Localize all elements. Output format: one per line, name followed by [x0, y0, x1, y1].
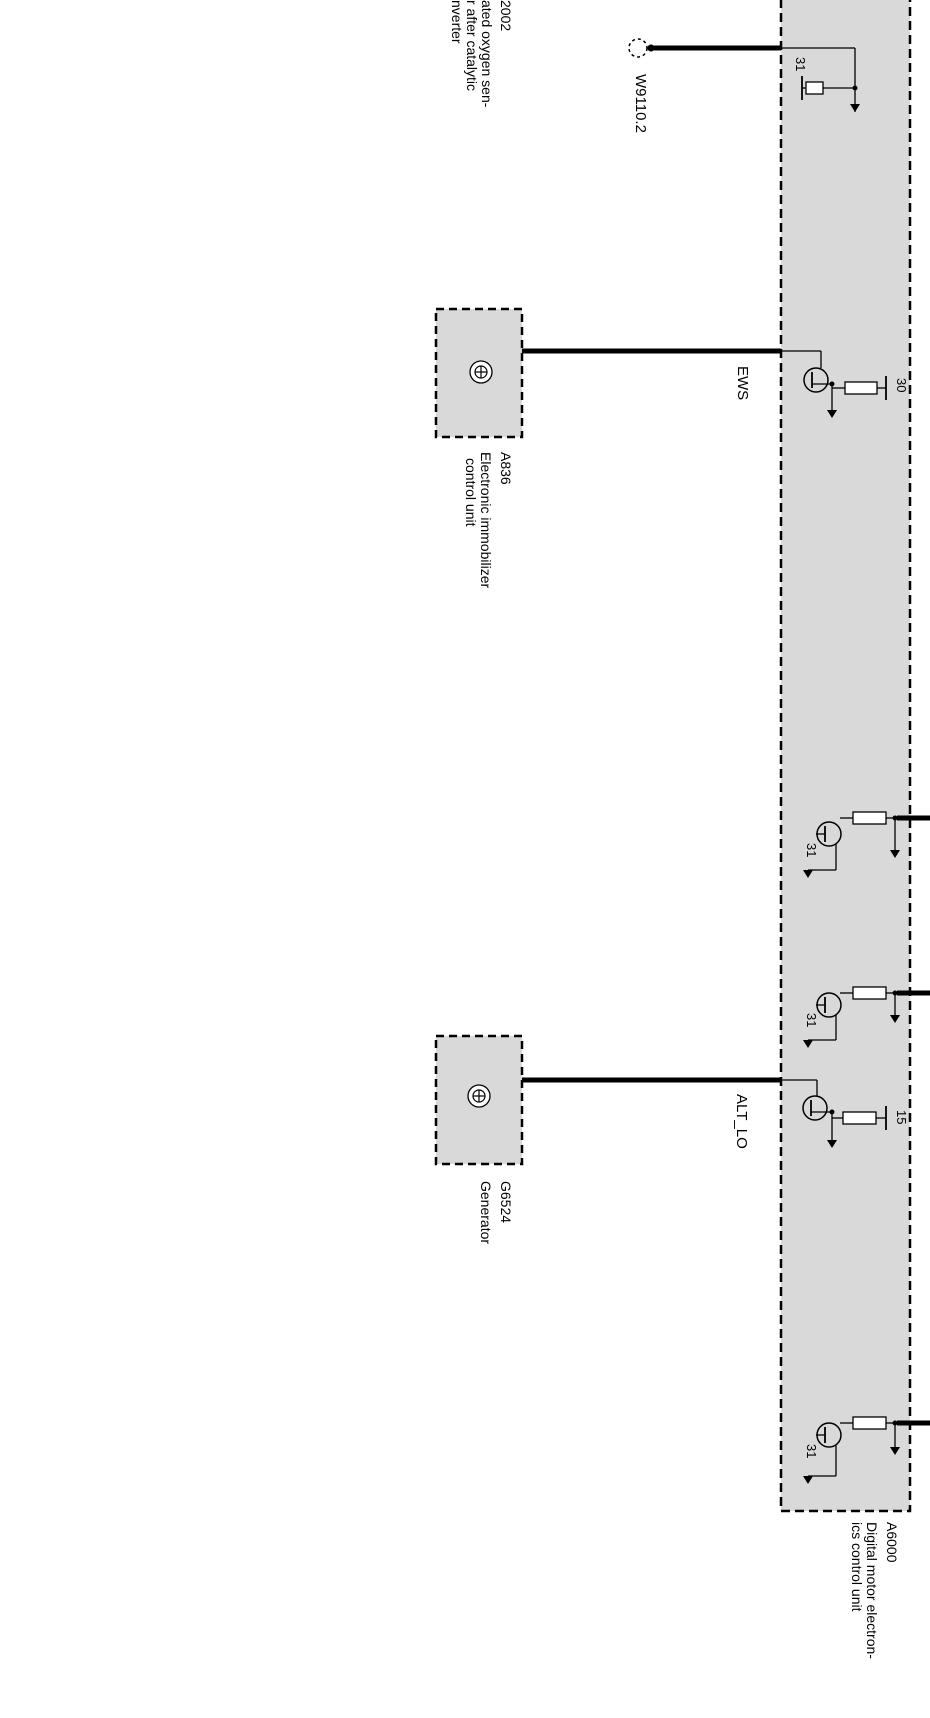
pin-31-top: 31: [793, 57, 808, 71]
sensor-desc-line-2: r after catalytic: [464, 0, 480, 91]
sensor-desc-line-1: ated oxygen sen-: [479, 0, 495, 108]
g6524-code-label: G6524: [498, 1181, 514, 1223]
g6524-component: [434, 1034, 524, 1166]
output-transistor-2: [803, 986, 930, 1048]
a836-component: [434, 307, 524, 439]
w9110-wire-label: W9110.2: [632, 74, 649, 133]
pin-31-t3: 31: [804, 1444, 819, 1458]
sensor-code-label: 2002: [498, 0, 514, 31]
pin-15-alt: 15: [894, 1110, 909, 1124]
ews-signal-label: EWS: [734, 366, 751, 400]
a6000-module-box: [779, 0, 912, 1513]
pin-30-ews: 30: [894, 378, 909, 392]
a836-desc-line-2: control unit: [463, 458, 479, 527]
sensor-desc-line-3: nverter: [449, 0, 465, 44]
pin-31-t2: 31: [804, 1013, 819, 1027]
a836-code-label: A836: [498, 452, 514, 485]
a6000-code-label: A6000: [884, 1522, 900, 1563]
a6000-desc-line-1: Digital motor electron-: [864, 1522, 880, 1659]
oxygen-sensor-connection: [628, 38, 860, 112]
alt-lo-transistor: [781, 1079, 887, 1148]
output-transistor-1: [803, 811, 930, 878]
output-transistor-3: [803, 1416, 930, 1484]
pin-31-t1: 31: [804, 843, 819, 857]
alt-lo-signal-label: ALT_LO: [733, 1094, 750, 1149]
a836-desc-line-1: Electronic immobilizer: [478, 452, 494, 588]
a6000-desc-line-2: ics control unit: [849, 1522, 865, 1612]
ews-transistor: [781, 350, 887, 418]
g6524-desc-label: Generator: [478, 1181, 494, 1244]
